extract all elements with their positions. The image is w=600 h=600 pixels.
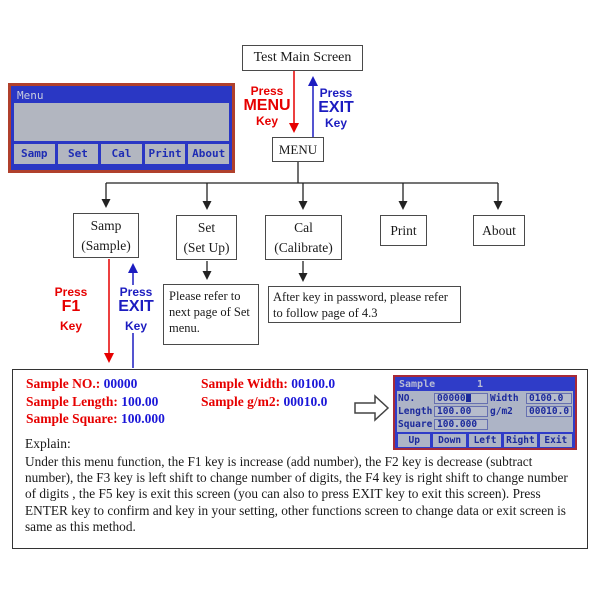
softkey-samp: Samp: [14, 144, 55, 164]
hollow-right-arrow-icon: [354, 394, 390, 422]
cursor-block: [465, 394, 471, 402]
sample-settings-panel: Sample NO.: 00000 Sample Length: 100.00 …: [12, 369, 588, 549]
field-label: Sample Length:: [26, 393, 118, 409]
lcd-value-width: 0100.0: [526, 393, 572, 404]
press-exit-key-label-side: Press EXIT Key: [114, 285, 158, 333]
lcd-value-square: 100.000: [434, 419, 488, 430]
softkey-about: About: [188, 144, 229, 164]
lcd-indicator: 1: [477, 379, 484, 390]
field-sample-gm2: Sample g/m2: 00010.0: [201, 393, 335, 411]
lcd-softkey-row: Samp Set Cal Print About: [13, 144, 230, 164]
lcd-body: NO. 00000 Width 0100.0 Length 100.00 g/m…: [397, 391, 573, 432]
field-sample-length: Sample Length: 100.00: [26, 393, 165, 411]
field-sample-width: Sample Width: 00100.0: [201, 375, 335, 393]
explain-title: Explain:: [25, 436, 71, 451]
press-exit-top-line2: EXIT: [318, 99, 354, 116]
field-label: Sample Square:: [26, 411, 118, 426]
lcd-value-gm2: 00010.0: [526, 406, 572, 417]
press-exit-top-line1: Press: [319, 86, 353, 100]
field-sample-no: Sample NO.: 00000: [26, 375, 165, 393]
lcd-value-length: 100.00: [434, 406, 488, 417]
press-menu-line3: Key: [255, 114, 278, 128]
press-exit-side-line2: EXIT: [118, 298, 154, 315]
lcd-label: Square: [398, 419, 432, 430]
field-label: Sample NO.:: [26, 376, 101, 391]
lcd-title: Menu: [17, 89, 44, 102]
softkey-print: Print: [144, 144, 186, 164]
lcd-label: g/m2: [490, 406, 513, 417]
softkey-set: Set: [57, 144, 99, 164]
field-label: Sample g/m2:: [201, 393, 281, 409]
lcd-softkey-row: Up Down Left Right Exit: [397, 434, 573, 447]
press-exit-side-line1: Press: [119, 285, 153, 299]
press-f1-line1: Press: [54, 285, 88, 299]
press-menu-key-label: Press MENU Key: [243, 84, 291, 128]
softkey-exit: Exit: [539, 434, 573, 447]
field-label: Sample Width:: [201, 376, 288, 391]
node-samp-line1: Samp: [90, 218, 122, 233]
lcd-value-text: 00000: [437, 393, 466, 404]
lcd-row-length-gm2: Length 100.00 g/m2 00010.0: [398, 405, 572, 418]
softkey-cal: Cal: [101, 144, 142, 164]
menu-lcd-screenshot: Menu Samp Set Cal Print About: [8, 83, 235, 173]
lcd-body: [14, 103, 229, 141]
field-value: 100.000: [121, 411, 165, 426]
node-set-line1: Set: [197, 220, 216, 235]
node-print: Print: [380, 215, 427, 246]
node-cal: Cal (Calibrate): [265, 215, 342, 260]
softkey-down: Down: [433, 434, 466, 447]
press-exit-side-line3: Key: [124, 319, 147, 333]
lcd-row-square: Square 100.000: [398, 418, 572, 431]
press-f1-key-label: Press F1 Key: [50, 285, 92, 333]
node-samp: Samp (Sample): [73, 213, 139, 258]
field-value: 00000: [103, 376, 138, 391]
press-f1-line2: F1: [61, 298, 81, 315]
press-exit-top-line3: Key: [324, 116, 347, 130]
node-test-main-screen: Test Main Screen: [242, 45, 363, 71]
node-about: About: [473, 215, 525, 246]
lcd-value-no: 00000: [434, 393, 488, 404]
field-value: 00100.0: [291, 376, 336, 391]
lcd-row-no-width: NO. 00000 Width 0100.0: [398, 392, 572, 405]
softkey-left: Left: [468, 434, 502, 447]
node-menu: MENU: [272, 137, 324, 162]
explain-body: Under this menu function, the F1 key is …: [25, 454, 568, 534]
node-cal-line1: Cal: [294, 220, 313, 235]
cal-note: After key in password, please refer to f…: [268, 286, 461, 323]
node-set-line2: (Set Up): [183, 240, 230, 255]
lcd-label: Length: [398, 406, 432, 417]
press-f1-line3: Key: [59, 319, 82, 333]
sample-lcd-screenshot: Sample 1 NO. 00000 Width 0100.0 Length 1…: [393, 375, 577, 450]
lcd-title-row: Sample 1: [397, 379, 573, 391]
field-value: 100.00: [121, 393, 159, 409]
field-sample-square: Sample Square: 100.000: [26, 410, 165, 428]
node-cal-line2: (Calibrate): [274, 240, 333, 255]
press-menu-line2: MENU: [243, 97, 291, 114]
field-value: 00010.0: [283, 393, 328, 409]
sample-fields-right: Sample Width: 00100.0 Sample g/m2: 00010…: [201, 375, 335, 410]
lcd-label: NO.: [398, 393, 416, 404]
sample-fields-left: Sample NO.: 00000 Sample Length: 100.00 …: [26, 375, 165, 428]
press-exit-key-label-top: Press EXIT Key: [314, 86, 358, 130]
lcd-title: Sample: [399, 379, 436, 390]
softkey-right: Right: [504, 434, 537, 447]
softkey-up: Up: [398, 434, 431, 447]
press-menu-line1: Press: [250, 84, 284, 98]
set-note: Please refer to next page of Set menu.: [163, 284, 259, 345]
node-samp-line2: (Sample): [81, 238, 131, 253]
lcd-label: Width: [490, 393, 519, 404]
node-set: Set (Set Up): [176, 215, 237, 260]
